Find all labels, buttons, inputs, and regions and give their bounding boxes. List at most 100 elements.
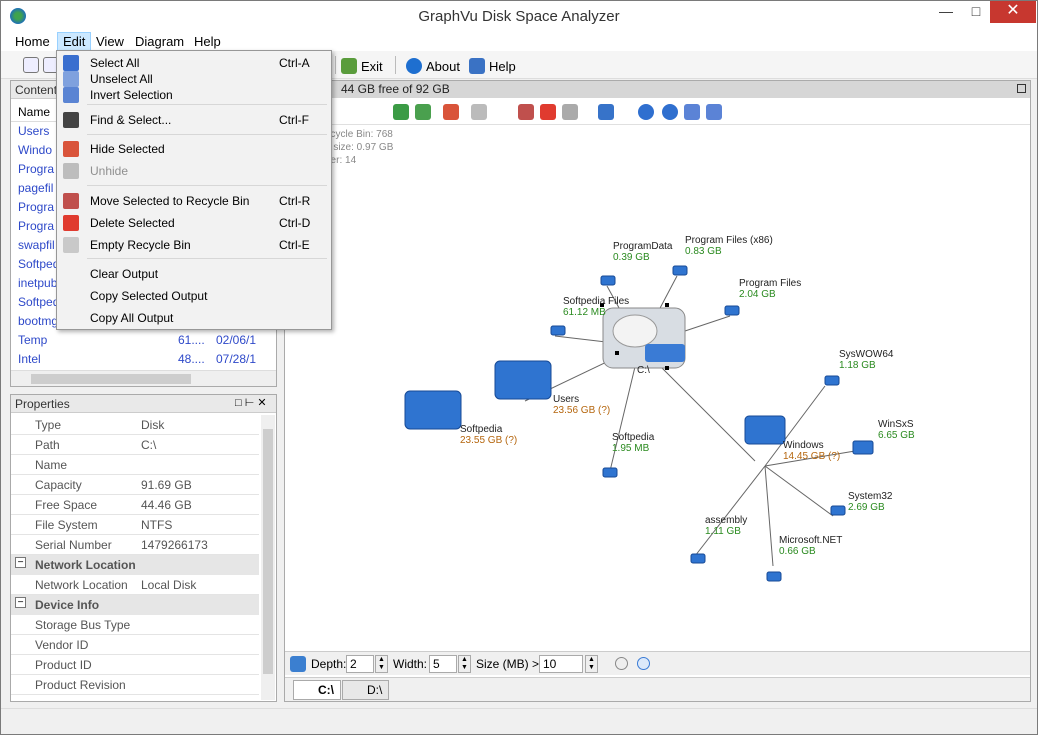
list-item[interactable]: swapfil xyxy=(11,238,276,257)
node-label[interactable]: Softpedia xyxy=(612,432,655,443)
size-input[interactable]: 10 xyxy=(539,655,583,673)
delete-node-icon[interactable] xyxy=(540,104,556,120)
center-icon[interactable] xyxy=(706,104,722,120)
layout-icon[interactable] xyxy=(598,104,614,120)
list-item[interactable]: bootmg xyxy=(11,314,276,333)
vertical-scrollbar[interactable] xyxy=(261,415,275,700)
property-row[interactable]: Product ID xyxy=(11,655,259,675)
width-stepper[interactable]: ▲▼ xyxy=(458,655,471,673)
menu-item-copy-all-output[interactable]: Copy All Output xyxy=(57,308,331,328)
view-list-icon[interactable] xyxy=(23,57,39,73)
list-item[interactable]: Users xyxy=(11,124,276,143)
app-icon[interactable] xyxy=(10,8,26,24)
node-label[interactable]: Program Files (x86) xyxy=(685,235,773,246)
list-item[interactable]: Softped xyxy=(11,295,276,314)
node-size: 14.45 GB (?) xyxy=(783,451,841,462)
refresh-icon[interactable] xyxy=(393,104,409,120)
menu-diagram[interactable]: Diagram xyxy=(135,34,185,49)
list-item[interactable]: Progra xyxy=(11,219,276,238)
list-item[interactable]: Progra xyxy=(11,200,276,219)
list-item[interactable]: pagefil xyxy=(11,181,276,200)
menu-item-unhide[interactable]: Unhide xyxy=(57,161,331,181)
menu-edit[interactable]: Edit xyxy=(57,32,92,51)
folder-icons[interactable] xyxy=(404,265,874,582)
rotate-right-icon[interactable] xyxy=(662,104,678,120)
size-stepper[interactable]: ▲▼ xyxy=(585,655,598,673)
scrollbar-thumb[interactable] xyxy=(31,374,191,384)
menu-item-invert-selection[interactable]: Invert Selection xyxy=(57,85,331,105)
property-row[interactable]: Name xyxy=(11,455,259,475)
node-label[interactable]: ProgramData xyxy=(613,241,673,252)
minimize-button[interactable]: — xyxy=(939,3,953,19)
collapse-icon[interactable]: − xyxy=(15,557,26,568)
depth-input[interactable]: 2 xyxy=(346,655,374,673)
list-item[interactable]: inetpub xyxy=(11,276,276,295)
rotate-left-icon[interactable] xyxy=(638,104,654,120)
scrollbar-thumb[interactable] xyxy=(263,429,273,674)
zoom-fit-icon[interactable] xyxy=(684,104,700,120)
panel-maximize-icon[interactable] xyxy=(1017,84,1026,93)
horizontal-scrollbar[interactable] xyxy=(11,370,276,386)
node-label[interactable]: Users xyxy=(553,394,580,405)
property-row[interactable]: Storage Bus Type xyxy=(11,615,259,635)
root-disk-node[interactable] xyxy=(602,307,686,369)
exit-button[interactable]: Exit xyxy=(341,56,383,76)
collapse-icon[interactable]: − xyxy=(15,597,26,608)
menu-item-hide-selected[interactable]: Hide Selected xyxy=(57,139,331,159)
node-label[interactable]: Windows xyxy=(783,440,824,451)
node-label[interactable]: assembly xyxy=(705,515,748,526)
unhide-node-icon[interactable] xyxy=(471,104,487,120)
list-item[interactable]: Softped xyxy=(11,257,276,276)
menu-view[interactable]: View xyxy=(96,34,124,49)
close-button[interactable]: ✕ xyxy=(990,1,1036,23)
hide-node-icon[interactable] xyxy=(443,104,459,120)
empty-bin-icon[interactable] xyxy=(562,104,578,120)
menu-home[interactable]: Home xyxy=(15,34,50,49)
width-input[interactable]: 5 xyxy=(429,655,457,673)
depth-stepper[interactable]: ▲▼ xyxy=(375,655,388,673)
menu-item-clear-output[interactable]: Clear Output xyxy=(57,264,331,284)
menu-item-find-select[interactable]: Find & Select...Ctrl-F xyxy=(57,110,331,130)
recycle-icon[interactable] xyxy=(518,104,534,120)
tab-d-drive[interactable]: D:\ xyxy=(342,680,390,700)
list-item[interactable]: Progra xyxy=(11,162,276,181)
node-label[interactable]: Softpedia Files xyxy=(563,296,630,307)
property-row[interactable]: Vendor ID xyxy=(11,635,259,655)
menu-help[interactable]: Help xyxy=(194,34,221,49)
category-network-location[interactable]: −Network Location xyxy=(11,555,259,575)
node-label[interactable]: System32 xyxy=(848,491,893,502)
category-device-info[interactable]: −Device Info xyxy=(11,595,259,615)
menu-item-copy-selected-output[interactable]: Copy Selected Output xyxy=(57,286,331,306)
node-label[interactable]: SysWOW64 xyxy=(839,349,894,360)
root-node-label[interactable]: C:\ xyxy=(637,365,650,376)
node-label[interactable]: Microsoft.NET xyxy=(779,535,843,546)
panel-pin-icon[interactable]: □ ⊢ ✕ xyxy=(235,397,267,409)
refresh-graph-icon[interactable] xyxy=(290,656,306,672)
help-button[interactable]: Help xyxy=(469,56,516,76)
maximize-button[interactable]: □ xyxy=(971,3,981,19)
node-label[interactable]: Softpedia xyxy=(460,424,503,435)
play-icon[interactable] xyxy=(637,657,650,670)
node-label[interactable]: WinSxS xyxy=(878,419,914,430)
pause-icon[interactable] xyxy=(615,657,628,670)
menu-item-unselect-all[interactable]: Unselect All xyxy=(57,69,331,89)
expand-icon[interactable] xyxy=(415,104,431,120)
tab-c-drive[interactable]: C:\ xyxy=(293,680,341,700)
property-row[interactable]: Product Revision xyxy=(11,675,259,695)
list-item[interactable]: Windo xyxy=(11,143,276,162)
about-button[interactable]: About xyxy=(406,56,460,76)
node-label[interactable]: Program Files xyxy=(739,278,802,289)
